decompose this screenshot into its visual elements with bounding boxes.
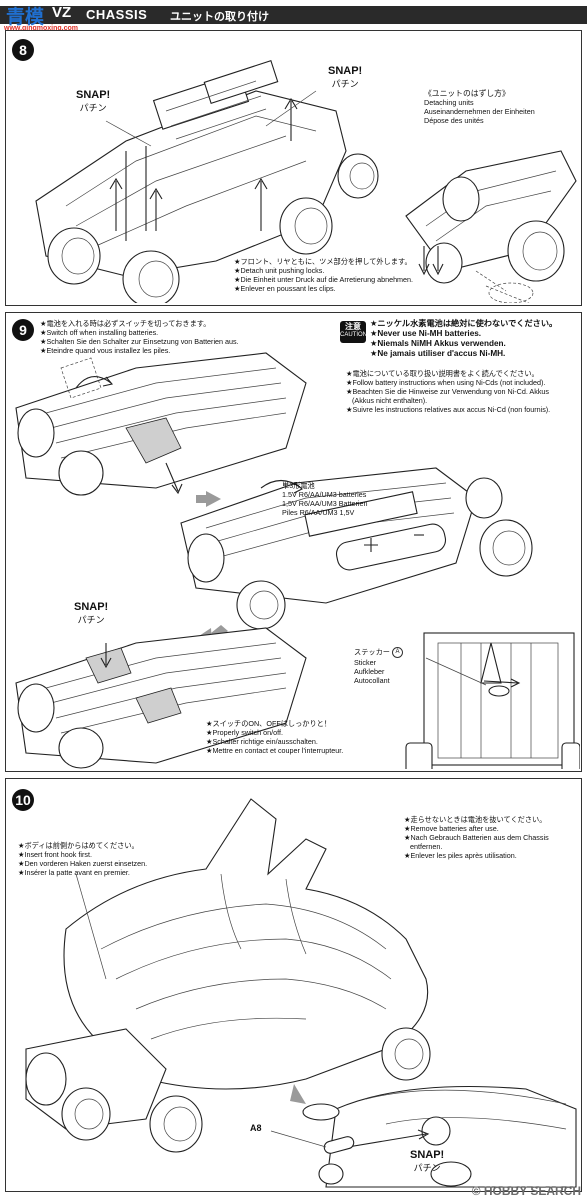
page-header: VZ CHASSIS ユニットの取り付け 青模 www.qingmoxing.c… xyxy=(0,0,587,32)
battery-line-jp: 単3形電池 xyxy=(282,481,315,490)
caution-note-en: ★Never use Ni-MH batteries. xyxy=(370,329,482,338)
caution-note-jp: ★ニッケル水素電池は絶対に使わないでください。 xyxy=(370,319,558,328)
sticker-line-de: Aufkleber xyxy=(354,667,385,676)
step-8-panel: 8 xyxy=(5,30,582,306)
chassis-switch-on xyxy=(15,627,307,769)
watermark-site: www.qingmoxing.com xyxy=(4,25,79,32)
snap-step9-jp: パチン xyxy=(77,615,105,625)
remove-note-fr: ★Enlever les piles après utilisation. xyxy=(404,851,517,860)
header-subtitle: ユニットの取り付け xyxy=(170,11,269,23)
hook-note-fr: ★Insérer la patte avant en premier. xyxy=(18,868,130,877)
detach-note-jp: ★フロント、リヤともに、ツメ部分を押して外します。 xyxy=(234,257,412,266)
detach-note-de: ★Die Einheit unter Druck auf die Arretie… xyxy=(234,275,414,284)
snap-right-en: SNAP! xyxy=(328,65,363,77)
push-arrows xyxy=(109,97,298,231)
part-label-a8: A8 xyxy=(250,1123,262,1133)
sticker-line-en: Sticker xyxy=(354,658,376,667)
chassis-top-view xyxy=(405,632,580,769)
chassis-under-body xyxy=(25,1027,431,1153)
sticker-code: A xyxy=(391,647,403,658)
chassis-small-detaching xyxy=(405,150,577,303)
detach-note-en: ★Detach unit pushing locks. xyxy=(234,266,325,275)
switch-note-en: ★Switch off when installing batteries. xyxy=(40,328,159,337)
step-9-panel: 9 ★電池を入れる時は必ずスイッチを切っておきます。 ★Switch off w… xyxy=(5,312,582,772)
snap-callout-step9: SNAP! パチン xyxy=(74,601,108,626)
detach-line-de: Auseinandernehmen der Einheiten xyxy=(424,107,535,116)
hook-note-de: ★Den vorderen Haken zuerst einsetzen. xyxy=(18,859,148,868)
remove-note-de-cont: entfernen. xyxy=(410,842,443,851)
snap-left-en: SNAP! xyxy=(76,89,111,101)
caution-notes: ★ニッケル水素電池は絶対に使わないでください。 ★Never use Ni-MH… xyxy=(370,319,557,359)
step-8-illustration xyxy=(35,60,577,303)
step-9-number: 9 xyxy=(12,319,34,341)
detach-notes: ★フロント、リヤともに、ツメ部分を押して外します。 ★Detach unit p… xyxy=(234,257,413,293)
sticker-jp: ステッカー xyxy=(354,647,390,657)
nicd-note-fr: ★Suivre les instructions relatives aux a… xyxy=(346,405,551,414)
caution-badge: 注意 CAUTION xyxy=(340,321,367,343)
step-10-number: 10 xyxy=(12,789,34,811)
snap-right-jp: パチン xyxy=(331,79,359,89)
switch-note-de: ★Schalten Sie den Schalter zur Einsetzun… xyxy=(40,337,239,346)
watermark-logo: 青模 xyxy=(6,6,45,28)
battery-line-en: 1.5V R6/AA/UM3 batteries xyxy=(282,490,367,499)
detach-title: 《ユニットのはずし方》 xyxy=(424,89,510,98)
detach-note-fr: ★Enlever en poussant les clips. xyxy=(234,284,336,293)
battery-line-de: 1,5V R6/AA/UM3 Batterien xyxy=(282,499,368,508)
snap-callout-step10: SNAP! パチン xyxy=(410,1149,444,1174)
step-9-illustration xyxy=(15,352,580,769)
header-bar xyxy=(0,6,587,24)
remove-notes: ★走らせないときは電池を抜いてください。 ★Remove batteries a… xyxy=(404,815,549,860)
hook-notes: ★ボディは前側からはめてください。 ★Insert front hook fir… xyxy=(18,841,147,877)
header-title: CHASSIS xyxy=(86,7,148,22)
header-title-prefix: VZ xyxy=(52,4,72,21)
chassis-switch-off xyxy=(15,352,307,496)
detach-line-en: Detaching units xyxy=(424,98,474,107)
nicd-note-de-cont: (Akkus nicht enthalten). xyxy=(352,396,428,405)
switch-note-jp: ★電池を入れる時は必ずスイッチを切っておきます。 xyxy=(40,319,211,328)
battery-line-fr: Piles R6/AA/UM3 1,5V xyxy=(282,508,355,517)
remove-note-en: ★Remove batteries after use. xyxy=(404,824,499,833)
detach-caption: 《ユニットのはずし方》 Detaching units Auseinandern… xyxy=(424,89,535,125)
step-10-panel: 10 ★ボディは前側からはめてください。 ★Insert front hook … xyxy=(5,778,582,1192)
switch-notes: ★電池を入れる時は必ずスイッチを切っておきます。 ★Switch off whe… xyxy=(40,319,239,355)
caution-note-fr: ★Ne jamais utiliser d'accus Ni-MH. xyxy=(370,349,506,358)
chassis-large xyxy=(35,60,347,277)
onoff-note-jp: ★スイッチのON、OFFはしっかりと！ xyxy=(206,719,332,728)
snap-callout-right: SNAP! パチン xyxy=(328,65,362,90)
nicd-notes: ★電池についている取り扱い説明書をよく読んでください。 ★Follow batt… xyxy=(346,369,550,414)
onoff-note-fr: ★Mettre en contact et couper l'interrupt… xyxy=(206,746,344,755)
chassis-battery-install xyxy=(180,467,533,630)
step-8-number: 8 xyxy=(12,39,34,61)
nicd-note-en: ★Follow battery instructions when using … xyxy=(346,378,546,387)
sticker-line-fr: Autocollant xyxy=(354,676,390,685)
snap-left-jp: パチン xyxy=(79,103,107,113)
body-shell xyxy=(63,798,429,1090)
nicd-note-de: ★Beachten Sie die Hinweise zur Verwendun… xyxy=(346,387,550,396)
caution-note-de: ★Niemals NiMH Akkus verwenden. xyxy=(370,339,506,348)
snap-callout-left: SNAP! パチン xyxy=(76,89,110,114)
nicd-note-jp: ★電池についている取り扱い説明書をよく読んでください。 xyxy=(346,369,539,378)
remove-note-de: ★Nach Gebrauch Batterien aus dem Chassis xyxy=(404,833,549,842)
caution-en: CAUTION xyxy=(340,332,367,338)
switch-note-fr: ★Eteindre quand vous installez les piles… xyxy=(40,346,171,355)
hook-note-jp: ★ボディは前側からはめてください。 xyxy=(18,841,139,850)
wheels-large xyxy=(47,153,379,303)
snap-step10-en: SNAP! xyxy=(410,1149,445,1161)
detach-line-fr: Dépose des unités xyxy=(424,116,484,125)
step-10-illustration xyxy=(25,798,577,1188)
battery-caption: 単3形電池 1.5V R6/AA/UM3 batteries 1,5V R6/A… xyxy=(282,481,368,517)
snap-step9-en: SNAP! xyxy=(74,601,109,613)
hook-note-en: ★Insert front hook first. xyxy=(18,850,92,859)
onoff-note-en: ★Properly switch on/off. xyxy=(206,728,284,737)
watermark-bottom: © HOBBY SEARCH xyxy=(471,1184,581,1198)
caution-jp: 注意 xyxy=(345,322,361,331)
onoff-notes: ★スイッチのON、OFFはしっかりと！ ★Properly switch on/… xyxy=(206,719,343,755)
body-detail-snap xyxy=(302,1086,577,1188)
remove-note-jp: ★走らせないときは電池を抜いてください。 xyxy=(404,815,547,824)
onoff-note-de: ★Schalter richtige ein/ausschalten. xyxy=(206,737,318,746)
snap-step10-jp: パチン xyxy=(413,1163,441,1173)
